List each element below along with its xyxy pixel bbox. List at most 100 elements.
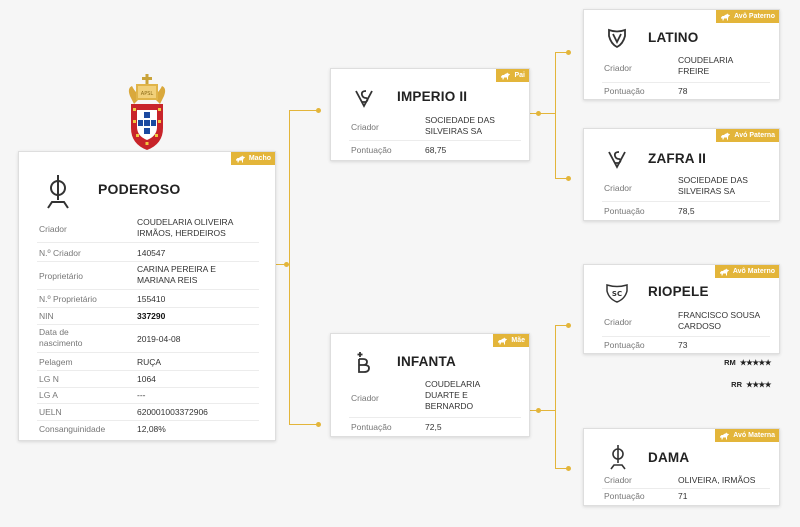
field-label: LG A [39, 390, 58, 400]
field-label: UELN [39, 407, 62, 417]
criador-value: SOCIEDADE DAS SILVEIRAS SA [425, 115, 495, 136]
pontuacao-value: 68,75 [425, 145, 447, 155]
divider [602, 488, 770, 489]
horse-icon [719, 268, 730, 276]
grandparent-badge: Avô Paterno [716, 10, 779, 23]
field-value: 140547 [137, 248, 166, 258]
divider [37, 289, 259, 290]
horse-name: LATINO [648, 30, 699, 45]
horse-icon [719, 432, 730, 440]
horse-name: DAMA [648, 450, 690, 465]
sc-shield-brand-icon: SC [605, 282, 629, 304]
field-label: Data de nascimento [39, 327, 83, 348]
field-label: Consanguinidade [39, 424, 106, 434]
criador-value: COUDELARIA DUARTE E BERNARDO [425, 379, 480, 411]
divider [37, 370, 259, 371]
criador-value: FRANCISCO SOUSA CARDOSO [678, 310, 760, 331]
field-label: LG N [39, 374, 59, 384]
horse-icon [235, 155, 246, 163]
connector-dot [536, 111, 541, 116]
divider [349, 140, 521, 141]
horse-icon [500, 72, 511, 80]
parent-badge-label: Mãe [511, 337, 525, 344]
horse-name: INFANTA [397, 354, 456, 369]
criador-label: Criador [351, 393, 379, 403]
s-v-brand-icon [353, 87, 375, 109]
horse-icon [720, 132, 731, 140]
pontuacao-label: Pontuação [351, 145, 392, 155]
connector-to-dama [555, 468, 570, 469]
divider [37, 420, 259, 421]
connector-trunk [289, 110, 290, 424]
connector-to-dam [289, 424, 319, 425]
sire-card[interactable]: Pai IMPERIO II Criador SOCIEDADE DAS SIL… [330, 68, 530, 161]
horse-icon [497, 337, 508, 345]
dam-card[interactable]: Mãe INFANTA Criador COUDELARIA DUARTE E … [330, 333, 530, 437]
connector-to-riopele [555, 325, 570, 326]
field-value: COUDELARIA OLIVEIRA IRMÃOS, HERDEIROS [137, 217, 233, 238]
connector-dot [566, 466, 571, 471]
divider [37, 307, 259, 308]
pontuacao-value: 78 [678, 86, 688, 96]
pontuacao-label: Pontuação [604, 206, 645, 216]
horse-name: ZAFRA II [648, 151, 707, 166]
star-icon: ★★★★ [746, 380, 771, 389]
connector-to-zafra [555, 178, 570, 179]
divider [37, 387, 259, 388]
connector-dot [536, 408, 541, 413]
crowned-b-brand-icon [355, 352, 373, 374]
connector-dot [316, 108, 321, 113]
connector-dot [566, 176, 571, 181]
field-value: RUÇA [137, 357, 162, 367]
connector-sire-trunk [555, 52, 556, 179]
criador-value: SOCIEDADE DAS SILVEIRAS SA [678, 175, 748, 196]
rating-rr: RR ★★★★ [731, 380, 771, 389]
field-label: Pelagem [39, 357, 73, 367]
rating-rm: RM ★★★★★ [724, 358, 771, 367]
paternal-granddam-card[interactable]: Avó Paterna ZAFRA II Criador SOCIEDADE D… [583, 128, 780, 221]
grandparent-badge: Avô Materno [714, 265, 779, 278]
criador-label: Criador [604, 183, 632, 193]
grandparent-badge-label: Avô Paterno [734, 13, 775, 20]
grandparent-badge: Avó Paterna [716, 129, 779, 142]
connector-dam-out [530, 410, 555, 411]
maternal-granddam-card[interactable]: Avó Materna DAMA Criador OLIVEIRA, IRMÃO… [583, 428, 780, 506]
field-label: Criador [39, 224, 67, 234]
field-label: N.º Proprietário [39, 294, 97, 304]
parent-badge: Mãe [493, 334, 529, 347]
subject-card[interactable]: Macho PODEROSO Criador COUDELARIA OLIVEI… [18, 151, 276, 441]
sex-badge-label: Macho [248, 155, 271, 162]
divider [602, 336, 770, 337]
svg-text:SC: SC [612, 290, 622, 298]
connector-to-sire [289, 110, 319, 111]
divider [37, 261, 259, 262]
grandparent-badge: Avó Materna [715, 429, 779, 442]
pontuacao-label: Pontuação [604, 340, 645, 350]
divider [37, 324, 259, 325]
field-label: Proprietário [39, 271, 83, 281]
grandparent-badge-label: Avó Paterna [734, 132, 775, 139]
divider [349, 417, 521, 418]
star-icon: ★★★★★ [739, 358, 772, 367]
sex-badge: Macho [230, 152, 275, 165]
parent-badge-label: Pai [514, 72, 525, 79]
divider [602, 201, 770, 202]
connector-dot [284, 262, 289, 267]
maternal-grandsire-card[interactable]: Avô Materno SC RIOPELE Criador FRANCISCO… [583, 264, 780, 354]
portuguese-coat-of-arms-icon: APSL [124, 74, 170, 152]
horse-name: IMPERIO II [397, 89, 468, 104]
criador-label: Criador [604, 475, 632, 485]
connector-dot [316, 422, 321, 427]
divider [602, 82, 770, 83]
divider [37, 352, 259, 353]
pontuacao-label: Pontuação [351, 422, 392, 432]
paternal-grandsire-card[interactable]: Avô Paterno LATINO Criador COUDELARIA FR… [583, 9, 780, 100]
field-label: N.º Criador [39, 248, 81, 258]
pontuacao-label: Pontuação [604, 86, 645, 96]
connector-dot [566, 50, 571, 55]
connector-dot [566, 323, 571, 328]
field-value: 155410 [137, 294, 166, 304]
field-value: 1064 [137, 374, 156, 384]
horse-name: PODEROSO [98, 181, 181, 197]
s-v-brand-icon [606, 148, 628, 170]
